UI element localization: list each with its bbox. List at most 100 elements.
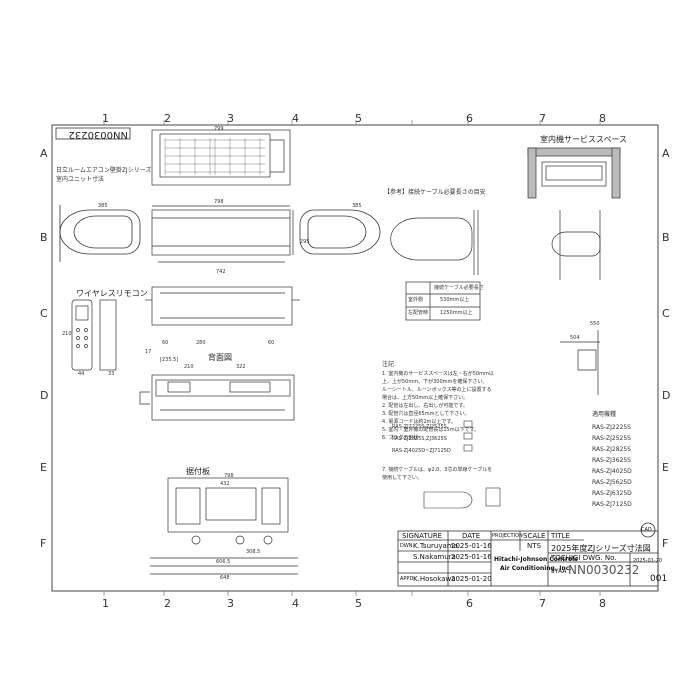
dim-60-left: 60 [162,340,169,346]
dim-17: 17 [145,349,152,355]
remote-label: ワイヤレスリモコン [76,289,148,298]
tb-date-2: 2025-01-16 [451,553,492,561]
row-label-a-right: A [662,147,670,160]
row-label-f: F [40,537,47,550]
dim-308: 308.5 [246,549,261,555]
dim-295: 295 [300,239,310,245]
cable-table-row1-value: 530mm以上 [440,297,470,303]
row-label-c-right: C [662,307,670,320]
tb-stamp: 2025-01-20 [633,558,663,564]
rotated-drawing-number: NN0030232 [68,129,129,140]
tb-name-2: S.Nakamura [413,553,456,561]
tb-name-3: K.Hosokawa [413,575,456,583]
col-label-4-bottom: 4 [292,597,299,610]
tb-name-1: K.Tsuruyama [413,542,458,550]
tb-company-2: Air Conditioning, Inc. [500,565,572,572]
model-item: RAS-ZJ2525S [592,435,631,442]
note-line: ルーシートル、ルーンボックス等の上に設置する [382,387,492,393]
row-label-d: D [40,389,49,402]
plug-item: RAS-ZJ2225S,ZJ2525S [392,424,447,430]
tb-dwg-label: TOCHIGI DWG. No. [551,554,617,562]
note-line: 場合は、上方50mm以上確保下さい。 [382,395,469,401]
col-label-5: 5 [355,112,362,125]
tb-title: 2025年度ZJシリーズ寸法図 [551,544,651,553]
model-item: RAS-ZJ6325D [592,490,632,497]
note-line: 1. 室内機のサービススペースは左・右が50mm以 [382,371,494,377]
tb-page: 001 [650,574,668,584]
tb-prefix: 3YAA [551,568,567,575]
plug-list: RAS-ZJ2225S,ZJ2525S RAS-ZJ2825S,ZJ3625S … [392,421,451,457]
col-label-1-bottom: 1 [102,597,109,610]
row-label-a: A [40,147,48,160]
col-label-8: 8 [599,112,606,125]
dim-60-right: 60 [268,340,275,346]
col-label-7-bottom: 7 [539,597,546,610]
dim-432: 432 [220,481,230,487]
dim-322: 322 [236,364,246,370]
col-label-6: 6 [466,112,473,125]
dim-550: 550 [590,321,600,327]
model-item: RAS-ZJ3625S [592,457,631,464]
notes-block-2: 7. 接続ケーブルは、φ2.0、3芯の単線ケーブルを 使用して下さい。 [382,466,492,482]
note-line: 上、上が50mm、下が300mmを確保下さい。 [382,379,488,385]
cable-table-row1-label: 室外側 [408,297,424,303]
note-line: 5. 室内・室外機の配管長は15m以下です。 [382,427,480,433]
service-space-label: 室内機サービススペース [540,135,628,144]
tb-date-1: 2025-01-16 [451,542,492,550]
cable-table-header: 接続ケーブル必要長さ [434,285,484,291]
notes-block: 1. 室内機のサービススペースは左・右が50mm以 上、上が50mm、下が300… [382,370,494,442]
model-list: RAS-ZJ2225S RAS-ZJ2525S RAS-ZJ2825S RAS-… [592,422,632,510]
dim-210: 210 [184,364,194,370]
col-label-7: 7 [539,112,546,125]
tb-dwg-number: NN0030232 [568,563,640,577]
dim-385-right: 385 [352,203,362,209]
tb-role-appd: APPD. [400,576,415,582]
dim-280: 280 [196,340,206,346]
model-item: RAS-ZJ4025D [592,468,632,475]
row-label-e: E [40,461,47,474]
col-label-8-bottom: 8 [599,597,606,610]
note-line: 7. 接続ケーブルは、φ2.0、3芯の単線ケーブルを [382,467,493,473]
col-label-4: 4 [292,112,299,125]
mounting-plate-label: 据付板 [186,467,210,476]
dim-33: 33 [108,371,115,377]
dim-504: 504 [570,335,580,341]
model-item: RAS-ZJ2225S [592,424,631,431]
back-view-label: 背面図 [208,353,232,362]
dim-44: 44 [78,371,85,377]
tb-scale-value: NTS [527,542,541,550]
tb-signature-header: SIGNATURE [402,532,443,540]
series-title: 日立ルームエアコン壁掛ZJシリーズ [56,167,152,174]
dim-remote-210: 210 [62,331,72,337]
dim-385: 385 [98,203,108,209]
row-label-b: B [40,231,48,244]
col-label-1: 1 [102,112,109,125]
dim-742: 742 [216,269,226,275]
cable-table-row2-value: 1250mm以上 [440,310,473,316]
dim-235: [235.5] [160,357,179,363]
note-line: 2. 配管は左出し、右出しが可能です。 [382,403,468,409]
plug-item: RAS-ZJ2825S,ZJ3625S [392,436,447,442]
row-label-e-right: E [662,461,669,474]
row-label-f-right: F [662,537,669,550]
cable-table-row2-label: 左配管時 [408,310,429,316]
dim-648: 648 [220,575,230,581]
note-line: 使用して下さい。 [382,475,422,481]
col-label-5-bottom: 5 [355,597,362,610]
model-item: RAS-ZJ5625D [592,479,632,486]
model-item: RAS-ZJ2825S [592,446,631,453]
dim-799: 799 [214,126,224,132]
col-label-2: 2 [164,112,171,125]
tb-date-3: 2025-01-20 [451,575,492,583]
tb-scale-header: SCALE [523,532,546,540]
plug-item: RAS-ZJ4025D~ZJ7125D [392,448,451,454]
row-label-d-right: D [662,389,671,402]
note-line: 4. 電源コードは約2m以上です。 [382,419,456,425]
col-label-2-bottom: 2 [164,597,171,610]
model-list-title: 適用機種 [592,411,617,418]
model-item: RAS-ZJ7125D [592,501,632,508]
row-label-b-right: B [662,231,670,244]
dim-606: 606.5 [216,559,231,565]
indoor-unit-label: 室内ユニット寸法 [56,176,105,183]
